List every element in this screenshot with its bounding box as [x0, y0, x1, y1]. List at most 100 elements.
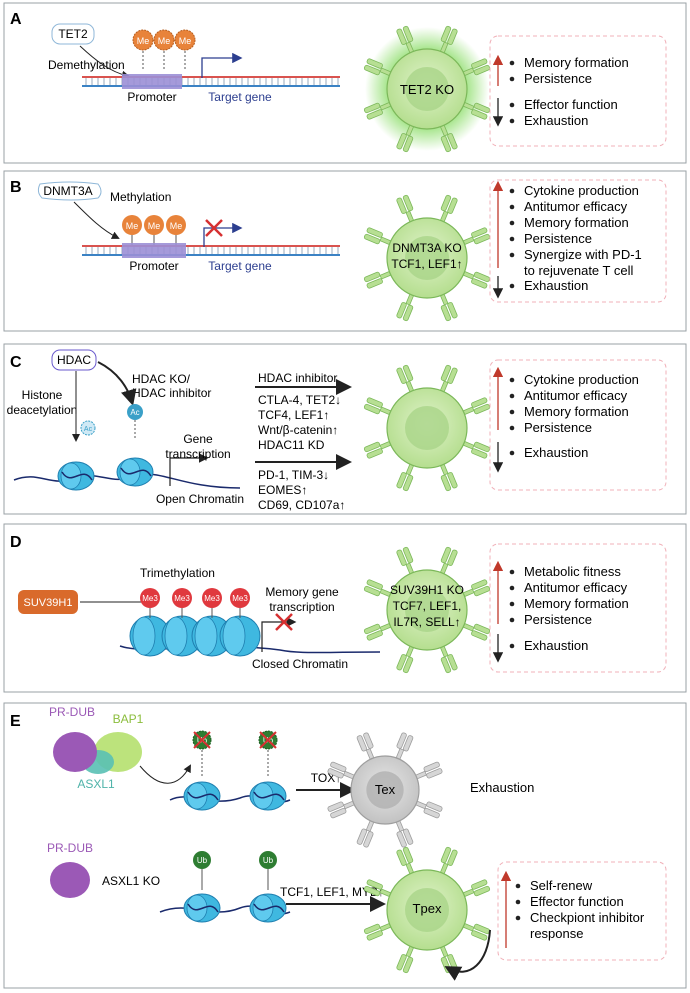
target-gene-label: Target gene [208, 259, 272, 273]
hdac-ko-arrow [97, 361, 137, 406]
suv39h1-box [18, 590, 78, 614]
tet2-label: TET2 [58, 27, 88, 41]
ac-group: Ac [127, 404, 143, 440]
panel-a: A TET2 Demethylation Me Me Me Promoter T… [3, 2, 687, 164]
t-cell-tet2-ko [363, 25, 491, 153]
receptor [363, 227, 394, 246]
cell-sublabel: IL7R, SELL↑ [393, 615, 460, 629]
tss-arrow [203, 222, 243, 247]
ub-removed: Ub [258, 730, 278, 776]
outcome-item: Effector function [524, 97, 618, 112]
receptor [413, 799, 443, 819]
nucleosome [183, 893, 221, 923]
bullet [509, 425, 515, 431]
outcome-item: response [530, 926, 583, 941]
panel-d-letter: D [10, 534, 22, 551]
bullet [509, 76, 515, 82]
cell-label: TET2 KO [400, 82, 454, 97]
me-group: Me [122, 215, 142, 235]
cell-sublabel: TCF1, LEF1↑ [391, 257, 462, 271]
outcome-item: Exhaustion [524, 445, 588, 460]
dna-strand-c [13, 473, 241, 489]
outcome-item: Exhaustion [524, 278, 588, 293]
promoter-label: Promoter [127, 90, 176, 104]
svg-text:Me: Me [126, 221, 139, 231]
nucleosome-array [129, 615, 261, 657]
svg-text:Ub: Ub [263, 856, 274, 865]
effect-line: TCF4, LEF1↑ [258, 408, 329, 422]
outcome-item: Memory formation [524, 596, 629, 611]
cell-nucleus [405, 236, 449, 280]
bullet [509, 204, 515, 210]
me-group: Me [144, 215, 164, 235]
ub-removed: Ub [192, 730, 212, 776]
cell-nucleus [405, 406, 449, 450]
hdac-inhibitor-label: HDAC inhibitor [132, 386, 211, 400]
hdac-ko-label: HDAC KO/ [132, 372, 191, 386]
bullet [509, 283, 515, 289]
exhaustion-label: Exhaustion [470, 780, 534, 795]
receptor [363, 622, 394, 641]
t-cell-tex [327, 732, 443, 848]
bullet [509, 102, 515, 108]
outcome-box-c [489, 359, 667, 491]
inhibitor-title: HDAC inhibitor [258, 371, 337, 385]
dnmt3a-shape [37, 181, 102, 201]
cell-label: DNMT3A KO [392, 241, 461, 255]
t-cell-dnmt3a-ko [363, 194, 491, 322]
histone-label: Histone [22, 388, 63, 402]
outcome-item: Exhaustion [524, 113, 588, 128]
bullet [509, 450, 515, 456]
panel-e: E PR-DUB BAP1 ASXL1 Ub Ub TOX↑ [3, 702, 687, 989]
kd-title: HDAC11 KD [258, 438, 325, 452]
ub-group: Ub [259, 851, 277, 890]
t-cell-hdac [363, 364, 491, 492]
me-groups-a: Me Me Me [132, 29, 196, 70]
bullet [515, 883, 521, 889]
hdac-box [51, 349, 97, 371]
panel-b-letter: B [10, 179, 22, 196]
effect-line: Wnt/β-catenin↑ [258, 423, 338, 437]
effect-line: CTLA-4, TET2↓ [258, 393, 341, 407]
closed-chromatin-label: Closed Chromatin [252, 657, 348, 671]
outcome-box-d [489, 543, 667, 673]
outcome-item: Persistence [524, 231, 592, 246]
cell-nucleus [405, 67, 449, 111]
nucleosome [183, 781, 221, 811]
kd-effects: PD-1, TIM-3↓EOMES↑CD69, CD107a↑ [258, 468, 345, 512]
receptor [439, 194, 458, 225]
outcome-item: Self-renew [530, 878, 593, 893]
open-chromatin-label: Open Chromatin [156, 492, 244, 506]
bullet [509, 60, 515, 66]
nucleosome [249, 781, 287, 811]
panel-c: C HDAC Histone deacetylation HDAC KO/ HD… [3, 343, 687, 515]
bullet [509, 409, 515, 415]
t-cell-tpex [363, 846, 491, 974]
tpex-label: Tpex [413, 901, 442, 916]
bullet [509, 569, 515, 575]
outcome-box-e [497, 861, 667, 961]
cell-sublabel: TCF7, LEF1, [393, 599, 462, 613]
blocked-x-icon [275, 613, 293, 631]
outcome-item: Memory formation [524, 404, 629, 419]
t-cell-suv39h1-ko [363, 546, 491, 674]
memory-gene-label: Memory gene [265, 585, 339, 599]
svg-text:Ac: Ac [84, 426, 93, 433]
tex-label: Tex [375, 782, 396, 797]
nucleosome [249, 893, 287, 923]
pr-dub-arrow [139, 764, 191, 784]
outcome-item: Cytokine production [524, 183, 639, 198]
suv39h1-label: SUV39H1 [24, 597, 73, 609]
svg-text:Me3: Me3 [142, 594, 158, 603]
transcription-label: transcription [165, 447, 230, 461]
bullet [509, 393, 515, 399]
outcome-item: Antitumor efficacy [524, 388, 628, 403]
cell-nucleus [405, 888, 449, 932]
outcome-box-a [489, 35, 667, 147]
me-group: Me [174, 29, 196, 51]
outcome-item: Memory formation [524, 55, 629, 70]
outcome-item: Antitumor efficacy [524, 199, 628, 214]
